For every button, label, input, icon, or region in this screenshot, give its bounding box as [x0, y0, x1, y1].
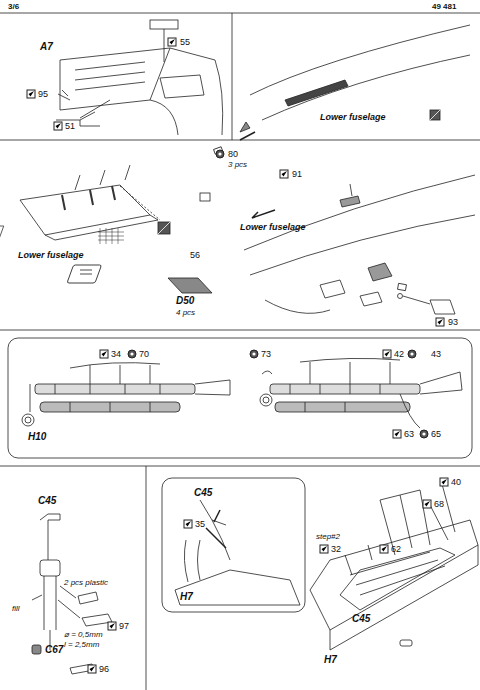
part-label: A7	[40, 42, 53, 52]
part-label: Lower fuselage	[18, 250, 84, 260]
callout-number: 63	[404, 429, 414, 439]
part-label: C45	[352, 614, 370, 624]
part-label: H10	[28, 432, 46, 442]
callout-number: 51	[65, 121, 75, 131]
note: fill	[12, 604, 20, 614]
part-label: D50	[176, 296, 194, 306]
callout-number: 43	[431, 349, 441, 359]
sheet-number: 49 481	[432, 2, 456, 12]
part-label: Lower fuselage	[320, 112, 386, 122]
dimension-note: ⌀ = 0,5mm	[64, 630, 103, 640]
callout-number: 34	[111, 349, 121, 359]
callout-number: 73	[261, 349, 271, 359]
part-label: C45	[194, 488, 212, 498]
callout-number: 56	[190, 250, 200, 260]
callout-number: 80	[228, 149, 238, 159]
callout-number: 55	[180, 37, 190, 47]
dimension-note: l = 2,5mm	[64, 640, 99, 650]
part-label: C45	[38, 496, 56, 506]
callout-number: 35	[195, 519, 205, 529]
quantity-note: 4 pcs	[176, 308, 195, 318]
callout-number: 93	[448, 317, 458, 327]
dimension-note: 2 pcs plastic	[64, 578, 108, 588]
callout-number: 42	[394, 349, 404, 359]
callout-number: 97	[119, 621, 129, 631]
step-note: step#2	[316, 532, 340, 542]
part-label: Lower fuselage	[240, 222, 306, 232]
part-label: H7	[324, 655, 337, 665]
part-label: H7	[180, 592, 193, 602]
callout-number: 65	[431, 429, 441, 439]
page-number: 3/6	[8, 2, 19, 12]
callout-number: 91	[292, 169, 302, 179]
callout-number: 95	[38, 89, 48, 99]
callout-number: 62	[391, 544, 401, 554]
part-label: C67	[45, 645, 63, 655]
callout-number: 70	[139, 349, 149, 359]
quantity-note: 3 pcs	[228, 160, 247, 170]
callout-number: 68	[434, 499, 444, 509]
callout-number: 96	[99, 664, 109, 674]
callout-number: 32	[331, 544, 341, 554]
callout-number: 40	[451, 477, 461, 487]
